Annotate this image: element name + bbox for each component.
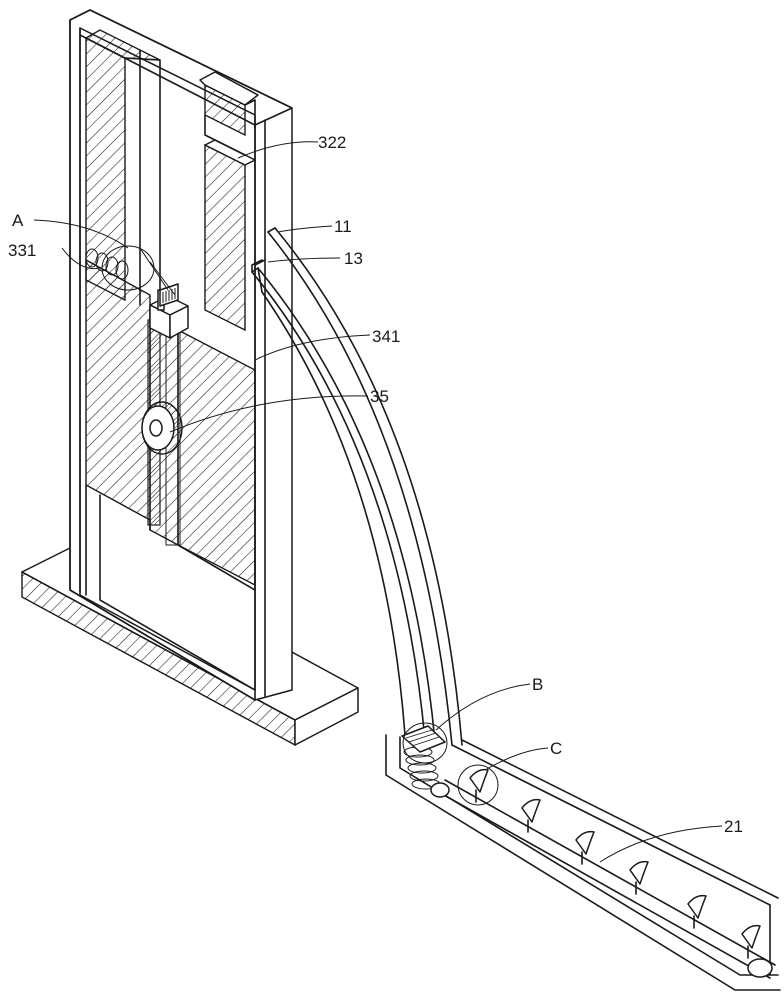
label-a: A [12,211,24,230]
spring-331 [85,248,129,280]
leader-341 [254,334,371,361]
label-331: 331 [8,241,36,260]
paddles [469,768,761,959]
label-c: C [550,739,562,758]
leader-11 [277,225,333,233]
label-b: B [532,675,543,694]
leader-21 [599,825,723,863]
leader-13 [267,257,341,263]
leader-35 [169,395,369,433]
label-13: 13 [344,249,363,268]
leader-331 [61,247,101,270]
label-21: 21 [724,817,743,836]
detail-circle-a [101,245,176,296]
curved-chute [251,227,463,746]
leader-a [33,219,129,249]
horizontal-trough [385,734,781,991]
wedge-block-b [401,722,448,764]
leader-b [435,683,531,731]
label-322: 322 [318,133,346,152]
leader-c [484,747,549,771]
vertical-housing [69,9,293,701]
label-341: 341 [372,327,400,346]
leader-322 [237,141,319,159]
roller-rod [430,782,773,978]
label-35: 35 [370,387,389,406]
detail-circle-c [457,764,499,806]
leader-lines [33,141,723,863]
spring-b [403,746,441,790]
gear-35 [141,401,183,455]
label-11: 11 [334,217,352,236]
slider-block [149,283,189,339]
